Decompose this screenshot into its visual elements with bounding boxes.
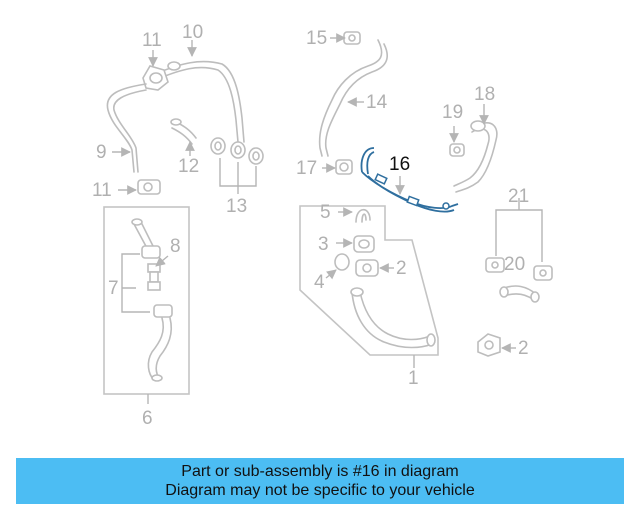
part-14-hose-inner <box>318 39 383 157</box>
part-16-pipe <box>360 147 459 213</box>
callout-11-upper: 11 <box>142 30 162 51</box>
callout-15: 15 <box>306 28 327 49</box>
callout-13: 13 <box>226 196 247 217</box>
part-20-hose <box>499 285 540 303</box>
part-21-clamp-right <box>533 265 553 281</box>
part-14-hose <box>324 43 388 157</box>
part-5-clip <box>355 208 371 223</box>
part-2-clamp-right <box>477 333 501 357</box>
callout-5: 5 <box>320 202 331 223</box>
callout-1: 1 <box>408 368 419 389</box>
callout-19: 19 <box>442 102 463 123</box>
callout-2-right: 2 <box>518 338 529 359</box>
part-7-hose-upper <box>131 218 161 259</box>
part-15-clamp <box>343 31 361 45</box>
part-1-hose <box>350 287 436 349</box>
callout-4: 4 <box>314 272 325 293</box>
part-18-hose <box>453 120 498 193</box>
part-10-fitting <box>167 61 181 71</box>
part-10-pipe-inner <box>159 66 239 143</box>
part-9-pipe <box>106 83 147 173</box>
part-3-hose <box>353 235 375 253</box>
info-banner: Part or sub-assembly is #16 in diagram D… <box>16 458 624 504</box>
callout-11-lower: 11 <box>92 180 112 201</box>
callout-10: 10 <box>182 22 203 43</box>
leader-4 <box>325 269 337 280</box>
part-11-lower-clamp <box>137 179 161 195</box>
callout-16: 16 <box>389 154 410 175</box>
part-13-seals <box>210 137 264 165</box>
frame-group-1 <box>299 205 439 356</box>
part-4-seal <box>334 253 350 271</box>
part-17-clamp <box>335 159 353 175</box>
callout-21: 21 <box>508 186 529 207</box>
parts-diagram: 15 14 17 16 19 18 11 10 9 11 12 13 8 7 6… <box>92 22 553 429</box>
callout-6: 6 <box>142 408 153 429</box>
callout-3: 3 <box>318 234 329 255</box>
part-19-clip <box>449 143 465 157</box>
callout-7: 7 <box>108 278 119 299</box>
callout-9: 9 <box>96 142 107 163</box>
callout-18: 18 <box>474 84 495 105</box>
part-9-pipe-inner <box>113 89 147 173</box>
frame-group-6 <box>103 206 190 395</box>
part-11-upper-valve <box>142 65 169 91</box>
callout-20: 20 <box>504 254 525 275</box>
part-12-hose <box>170 118 197 145</box>
callout-12: 12 <box>178 156 199 177</box>
banner-line-1: Part or sub-assembly is #16 in diagram <box>181 463 459 480</box>
part-8-fitting <box>147 263 161 291</box>
callout-17: 17 <box>296 158 317 179</box>
callout-14: 14 <box>366 92 388 113</box>
callout-8: 8 <box>170 236 181 257</box>
part-2-clamp-center <box>355 259 379 277</box>
callout-2-center: 2 <box>396 258 407 279</box>
banner-line-2: Diagram may not be specific to your vehi… <box>165 482 475 499</box>
part-7-hose-lower <box>147 304 173 382</box>
part-21-clamp-left <box>485 257 505 273</box>
